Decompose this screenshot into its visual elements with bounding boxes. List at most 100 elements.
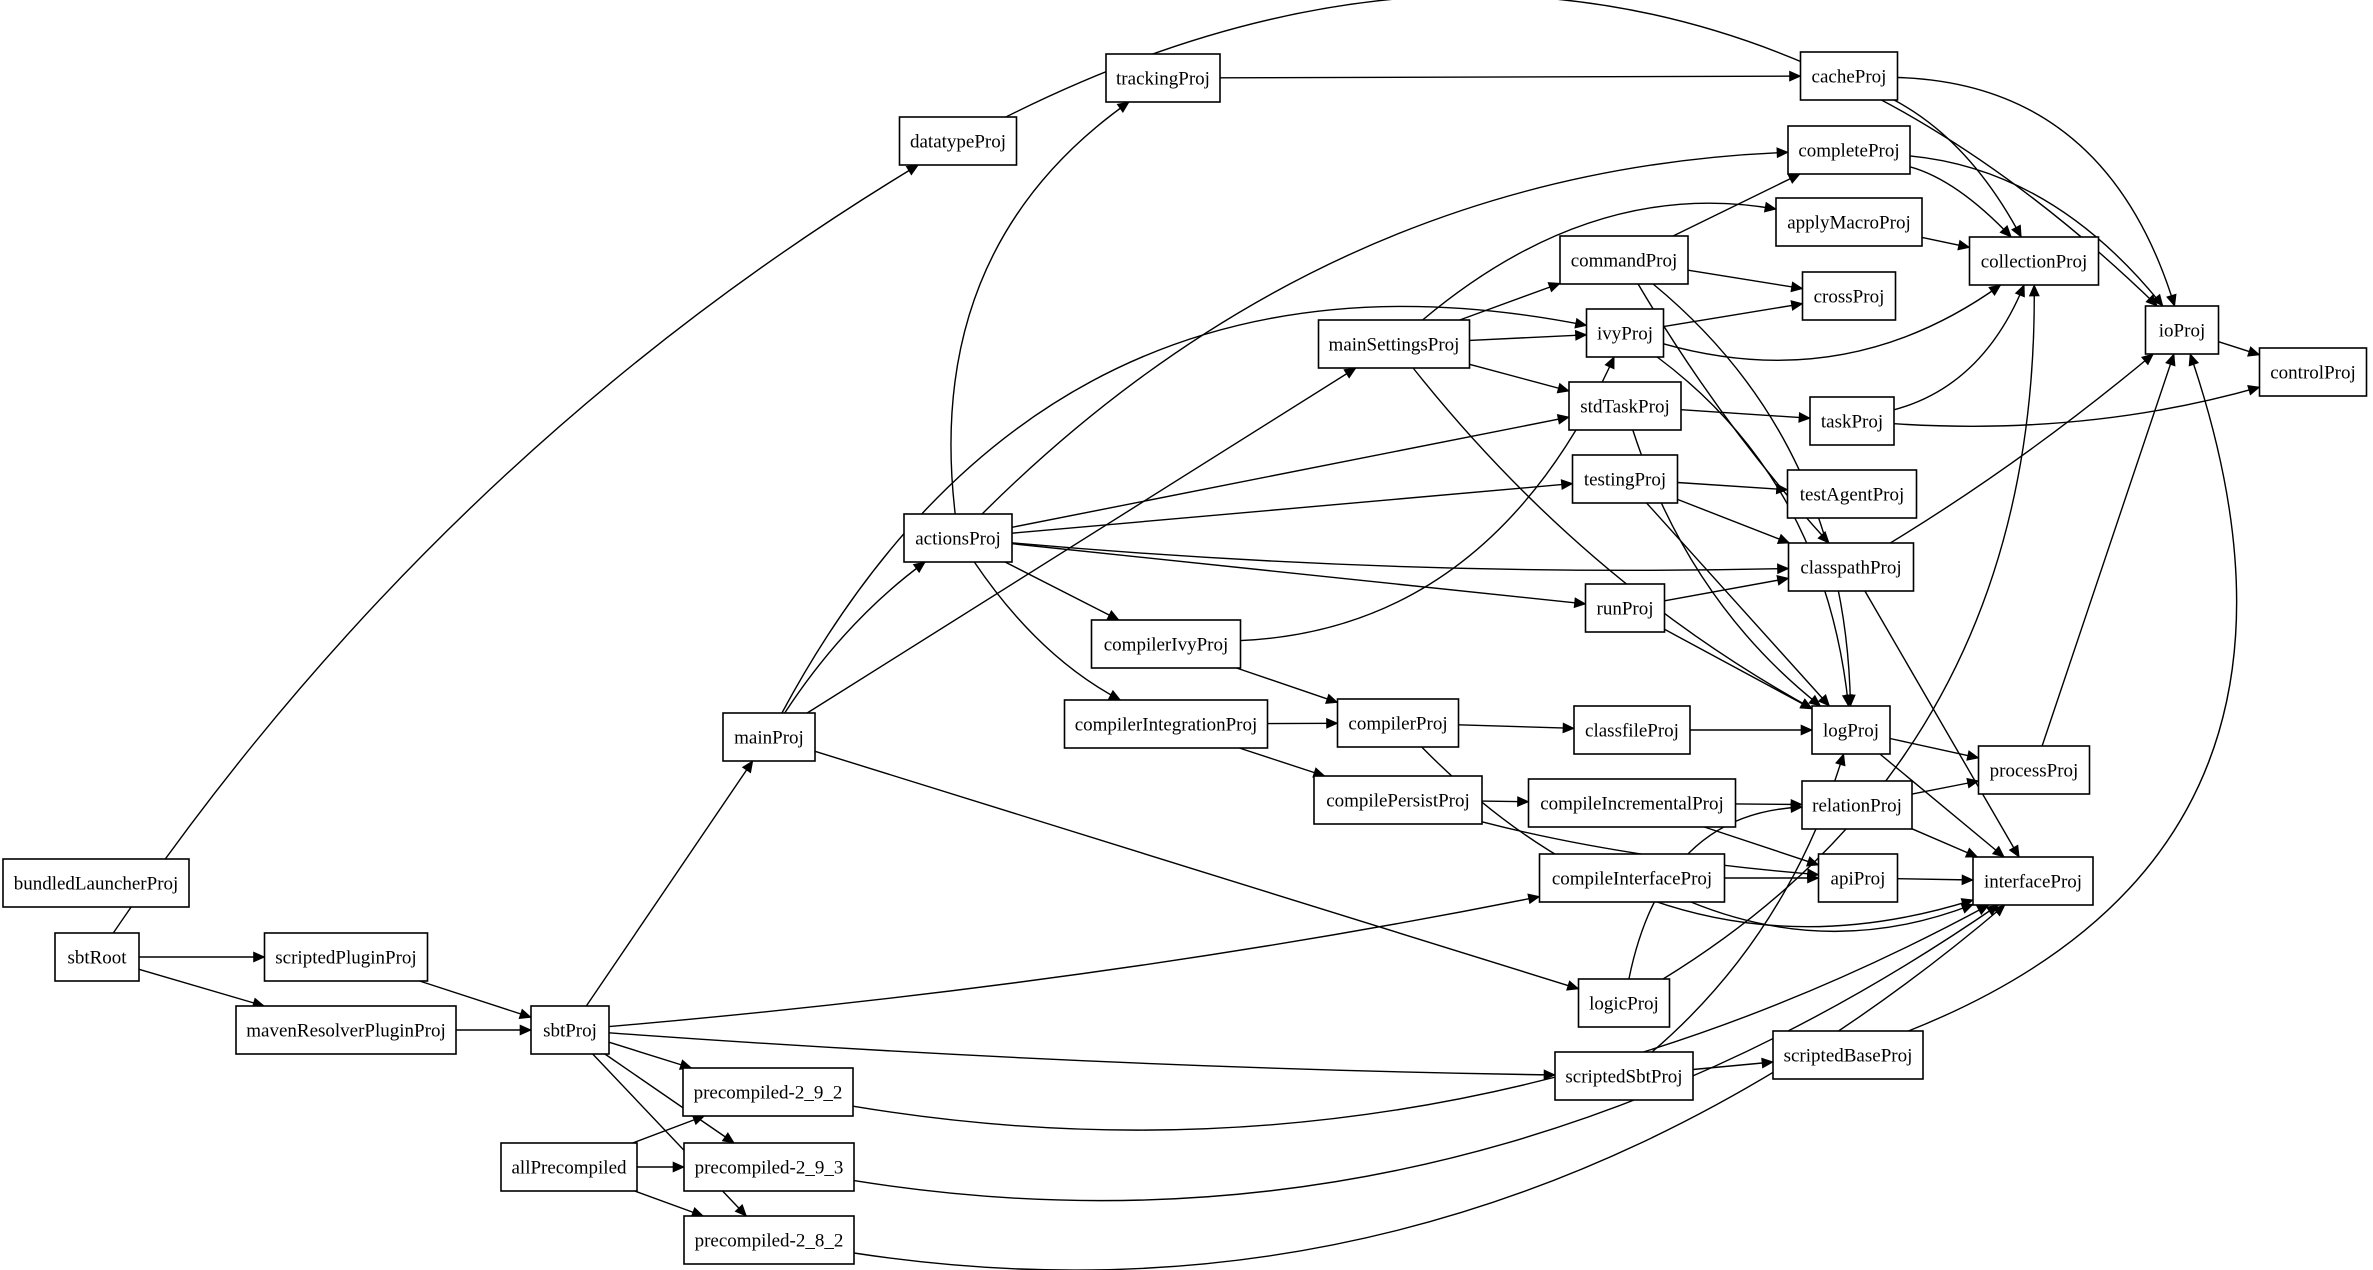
edge-cacheProj-collectionProj (1893, 99, 2022, 238)
node-label-scriptedPluginProj: scriptedPluginProj (275, 948, 416, 969)
node-box-ivyProj (1585, 308, 1665, 358)
node-box-cacheProj (1799, 51, 1899, 101)
node-sbtProj: sbtProj (530, 1005, 610, 1055)
edge-completeProj-ioProj (1909, 155, 2164, 307)
node-box-taskProj (1809, 396, 1895, 446)
node-box-bundledLauncherProj (2, 858, 190, 908)
node-box-compilerIvyProj (1090, 619, 1242, 669)
edge-datatypeProj-ioProj (1005, 0, 2159, 307)
node-box-crossProj (1801, 271, 1897, 321)
edge-actionsProj-compilerIvyProj (1004, 561, 1120, 621)
node-label-compileIncrementalProj: compileIncrementalProj (1540, 794, 1724, 815)
node-box-mainSettingsProj (1317, 319, 1471, 369)
node-mainProj: mainProj (722, 712, 816, 762)
node-completeProj: completeProj (1787, 125, 1911, 175)
edge-precompiled-2_9_2-interfaceProj (852, 904, 1990, 1131)
edge-testingProj-classpathProj (1677, 498, 1791, 544)
node-processProj: processProj (1977, 745, 2091, 795)
edge-runProj-logProj (1664, 628, 1813, 710)
edge-mainSettingsProj-stdTaskProj (1469, 363, 1571, 394)
edge-sbtRoot-mavenResolverPluginProj (138, 968, 266, 1009)
node-box-classpathProj (1787, 542, 1915, 592)
node-scriptedSbtProj: scriptedSbtProj (1554, 1051, 1694, 1101)
edge-mainProj-ivyProj (781, 305, 1588, 714)
node-label-processProj: processProj (1990, 761, 2079, 782)
edge-commandProj-crossProj (1687, 269, 1804, 293)
edge-sbtProj-compileInterfaceProj (608, 893, 1541, 1028)
node-label-precompiled-2_9_2: precompiled-2_9_2 (694, 1083, 843, 1104)
edge-relationProj-interfaceProj (1911, 828, 1979, 858)
edge-sbtProj-scriptedSbtProj (608, 1032, 1557, 1081)
node-box-classfileProj (1573, 705, 1691, 755)
edge-ioProj-controlProj (2218, 341, 2261, 357)
node-box-compilePersistProj (1313, 775, 1483, 825)
node-box-completeProj (1787, 125, 1911, 175)
edge-ivyProj-collectionProj (1663, 284, 2002, 361)
node-box-apiProj (1817, 853, 1899, 903)
edge-compilerProj-interfaceProj (1421, 746, 1974, 928)
node-compileInterfaceProj: compileInterfaceProj (1538, 853, 1726, 903)
node-scriptedPluginProj: scriptedPluginProj (263, 932, 429, 982)
node-interfaceProj: interfaceProj (1972, 856, 2094, 906)
node-commandProj: commandProj (1559, 235, 1689, 285)
node-bundledLauncherProj: bundledLauncherProj (2, 858, 190, 908)
node-label-sbtProj: sbtProj (543, 1021, 597, 1042)
node-cacheProj: cacheProj (1799, 51, 1899, 101)
node-box-logicProj (1577, 978, 1671, 1028)
node-actionsProj: actionsProj (903, 513, 1013, 563)
node-label-testAgentProj: testAgentProj (1800, 485, 1905, 506)
edge-allPrecompiled-precompiled-2_8_2 (634, 1190, 705, 1218)
edge-actionsProj-classpathProj (1011, 542, 1790, 575)
node-label-bundledLauncherProj: bundledLauncherProj (14, 874, 179, 895)
edge-scriptedPluginProj-sbtProj (419, 980, 532, 1019)
edge-apiProj-interfaceProj (1897, 874, 1975, 886)
node-box-compilerIntegrationProj (1063, 699, 1269, 749)
node-box-precompiled-2_9_3 (683, 1142, 855, 1192)
edge-stdTaskProj-taskProj (1680, 409, 1812, 423)
node-testingProj: testingProj (1571, 454, 1679, 504)
edge-sbtProj-precompiled-2_9_2 (608, 1041, 693, 1070)
node-label-runProj: runProj (1597, 599, 1654, 620)
node-box-datatypeProj (898, 116, 1018, 166)
node-box-stdTaskProj (1568, 381, 1682, 431)
node-box-compileIncrementalProj (1527, 778, 1737, 828)
node-compilerIntegrationProj: compilerIntegrationProj (1063, 699, 1269, 749)
node-compilerProj: compilerProj (1336, 698, 1460, 748)
node-label-precompiled-2_9_3: precompiled-2_9_3 (695, 1158, 844, 1179)
node-compilerIvyProj: compilerIvyProj (1090, 619, 1242, 669)
edge-classpathProj-ioProj (1889, 353, 2154, 544)
node-ivyProj: ivyProj (1585, 308, 1665, 358)
node-label-trackingProj: trackingProj (1116, 69, 1210, 90)
edge-scriptedSbtProj-scriptedBaseProj (1692, 1057, 1775, 1071)
node-stdTaskProj: stdTaskProj (1568, 381, 1682, 431)
node-label-mavenResolverPluginProj: mavenResolverPluginProj (246, 1021, 445, 1042)
node-precompiled-2_9_2: precompiled-2_9_2 (682, 1067, 854, 1117)
node-label-actionsProj: actionsProj (915, 529, 1001, 550)
node-box-scriptedBaseProj (1772, 1030, 1924, 1080)
node-label-compilerProj: compilerProj (1348, 714, 1447, 735)
node-label-scriptedBaseProj: scriptedBaseProj (1784, 1046, 1913, 1067)
node-box-ioProj (2144, 305, 2220, 355)
node-classfileProj: classfileProj (1573, 705, 1691, 755)
edge-mainSettingsProj-applyMacroProj (1422, 201, 1778, 321)
node-label-ioProj: ioProj (2159, 321, 2205, 342)
node-box-logProj (1811, 705, 1891, 755)
edge-actionsProj-compilerIntegrationProj (973, 561, 1122, 701)
node-label-scriptedSbtProj: scriptedSbtProj (1565, 1067, 1682, 1088)
edge-compileInterfaceProj-interfaceProj (1690, 901, 1974, 933)
node-scriptedBaseProj: scriptedBaseProj (1772, 1030, 1924, 1080)
edge-compileIncrementalProj-relationProj (1735, 798, 1804, 810)
edge-scriptedBaseProj-ioProj (1908, 353, 2238, 1032)
node-box-relationProj (1801, 780, 1913, 830)
node-relationProj: relationProj (1801, 780, 1913, 830)
node-taskProj: taskProj (1809, 396, 1895, 446)
edge-mainProj-mainSettingsProj (806, 367, 1357, 714)
node-box-applyMacroProj (1775, 197, 1923, 247)
node-box-testingProj (1571, 454, 1679, 504)
edge-logProj-interfaceProj (1879, 753, 2005, 858)
node-label-mainSettingsProj: mainSettingsProj (1329, 335, 1460, 356)
node-label-allPrecompiled: allPrecompiled (511, 1158, 627, 1179)
edge-compilerProj-classfileProj (1458, 722, 1576, 734)
